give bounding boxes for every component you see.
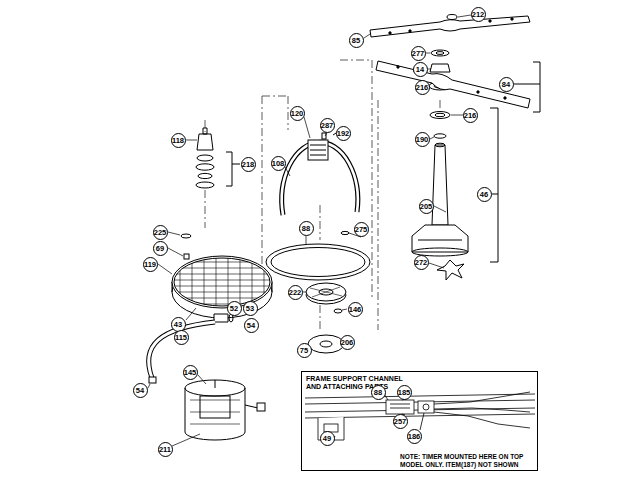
callout-number: 185 bbox=[397, 385, 412, 400]
callout-number: 216 bbox=[463, 108, 478, 123]
callout-number: 14 bbox=[413, 62, 428, 77]
callout-number: 216 bbox=[415, 80, 430, 95]
callout-number: 75 bbox=[297, 343, 312, 358]
callout-number: 218 bbox=[241, 157, 256, 172]
callout-number: 49 bbox=[320, 431, 335, 446]
callout-number: 272 bbox=[414, 255, 429, 270]
callout-number: 54 bbox=[244, 318, 259, 333]
callout-number: 119 bbox=[143, 257, 158, 272]
callout-number: 69 bbox=[153, 241, 168, 256]
callout-number: 205 bbox=[419, 199, 434, 214]
callout-number: 115 bbox=[174, 330, 189, 345]
callout-number: 85 bbox=[349, 33, 364, 48]
callout-number: 46 bbox=[477, 187, 492, 202]
inset-heading: FRAME SUPPORT CHANNEL AND ATTACHING PART… bbox=[306, 375, 406, 391]
callout-number: 277 bbox=[411, 46, 426, 61]
inset-note: NOTE: TIMER MOUNTED HERE ON TOP MODEL ON… bbox=[400, 453, 534, 468]
callout-number: 192 bbox=[336, 126, 351, 141]
callout-number: 118 bbox=[171, 133, 186, 148]
callout-number: 146 bbox=[348, 302, 363, 317]
callout-number: 108 bbox=[271, 156, 286, 171]
callout-number: 53 bbox=[243, 301, 258, 316]
callout-number: 225 bbox=[153, 225, 168, 240]
callout-number: 206 bbox=[340, 335, 355, 350]
callout-number: 54 bbox=[133, 383, 148, 398]
callout-number: 120 bbox=[290, 106, 305, 121]
callout-number: 88 bbox=[371, 385, 386, 400]
callout-number: 145 bbox=[183, 365, 198, 380]
callout-number: 287 bbox=[320, 118, 335, 133]
callout-number: 222 bbox=[288, 285, 303, 300]
callout-number: 275 bbox=[354, 222, 369, 237]
inset-box: FRAME SUPPORT CHANNEL AND ATTACHING PART… bbox=[301, 371, 538, 471]
callout-number: 186 bbox=[407, 429, 422, 444]
callout-number: 190 bbox=[415, 132, 430, 147]
callout-number: 52 bbox=[227, 301, 242, 316]
callout-number: 257 bbox=[393, 414, 408, 429]
callout-number: 211 bbox=[158, 442, 173, 457]
callout-number: 212 bbox=[471, 7, 486, 22]
callout-number: 84 bbox=[499, 77, 514, 92]
callout-number: 88 bbox=[299, 221, 314, 236]
